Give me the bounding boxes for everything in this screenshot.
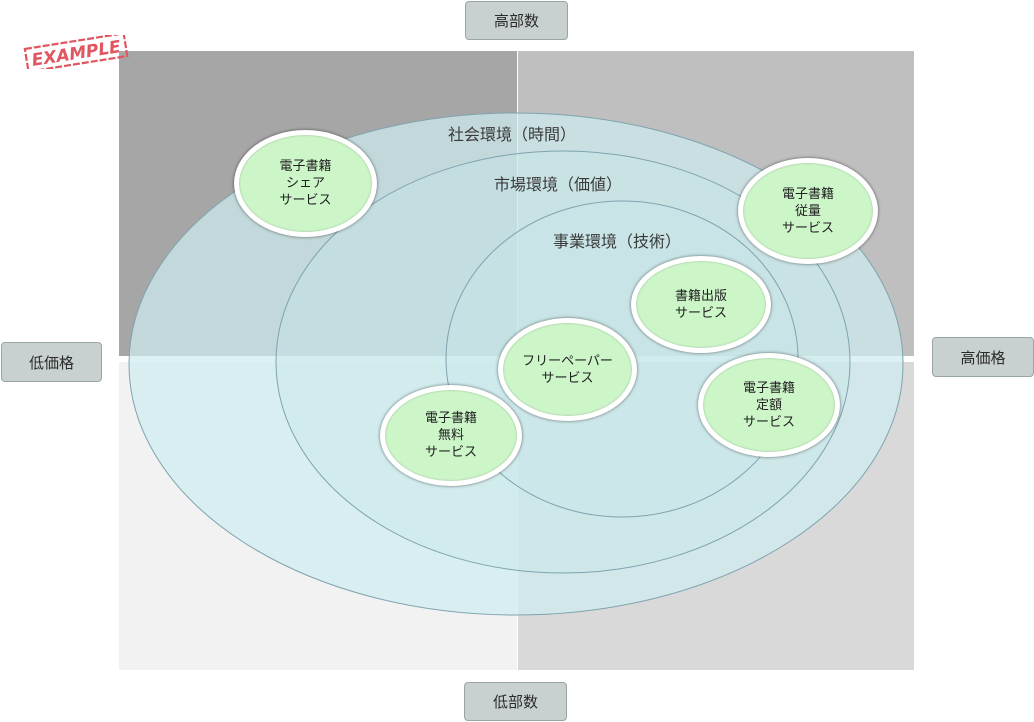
bubble-line: 電子書籍 xyxy=(742,380,795,396)
bubble-line: 電子書籍 xyxy=(279,159,332,174)
bubble-line: 無料 xyxy=(437,428,464,443)
bubble-line: サービス xyxy=(674,305,727,321)
bubble-ebook-metered-service: 電子書籍 従量 サービス xyxy=(738,158,878,264)
axis-label-low-volume: 低部数 xyxy=(464,682,567,721)
example-stamp: EXAMPLE xyxy=(23,35,129,69)
bubble-line: シェア xyxy=(285,176,325,191)
bubble-ebook-flat-rate-service: 電子書籍 定額 サービス xyxy=(698,353,840,457)
bubble-book-publishing-service: 書籍出版 サービス xyxy=(631,256,771,353)
bubble-line: 電子書籍 xyxy=(781,186,834,202)
bubble-line: 定額 xyxy=(755,397,782,413)
bubble-line: 従量 xyxy=(794,203,821,219)
bubble-line: サービス xyxy=(781,220,834,236)
bubble-ebook-share-service: 電子書籍 シェア サービス xyxy=(234,130,377,237)
bubble-free-paper-service: フリーペーパー サービス xyxy=(498,318,637,421)
bubble-line: フリーペーパー xyxy=(522,353,613,369)
bubble-line: 電子書籍 xyxy=(424,411,477,426)
axis-label-high-price: 高価格 xyxy=(932,337,1034,377)
bubble-line: サービス xyxy=(742,414,795,430)
axis-label-high-volume: 高部数 xyxy=(465,1,568,40)
bubble-line: 書籍出版 xyxy=(674,288,727,304)
bubble-ebook-free-service: 電子書籍 無料 サービス xyxy=(380,385,522,486)
bubble-line: サービス xyxy=(424,445,477,460)
label-market-environment: 市場環境（価値） xyxy=(493,175,623,194)
bubble-line: サービス xyxy=(279,193,332,208)
axis-label-low-price: 低価格 xyxy=(1,342,102,382)
bubble-line: サービス xyxy=(541,370,594,386)
label-business-environment: 事業環境（技術） xyxy=(552,232,682,251)
label-social-environment: 社会環境（時間） xyxy=(447,125,577,144)
